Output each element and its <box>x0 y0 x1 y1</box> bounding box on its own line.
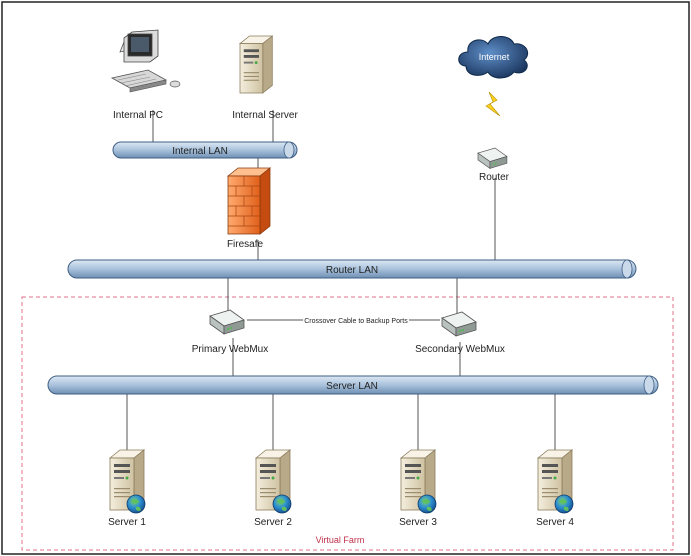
globe-icon <box>417 494 437 514</box>
server-2-label: Server 2 <box>254 517 292 528</box>
primary-webmux-label: Primary WebMux <box>192 344 269 355</box>
router-node[interactable]: Router <box>477 147 510 183</box>
primary-webmux-node[interactable]: Primary WebMux <box>192 309 269 355</box>
server-1-node[interactable]: Server 1 <box>108 449 146 528</box>
lightning-bolt-icon <box>485 91 501 117</box>
cloud-icon <box>458 36 529 79</box>
server-4-node[interactable]: Server 4 <box>536 449 574 528</box>
router-label: Router <box>479 172 510 183</box>
internal-lan-bus[interactable]: Internal LAN <box>112 141 298 159</box>
globe-icon <box>554 494 574 514</box>
internal-lan-label: Internal LAN <box>172 146 228 157</box>
virtual-farm-zone <box>21 296 674 551</box>
server-3-node[interactable]: Server 3 <box>399 449 437 528</box>
server-lan-label: Server LAN <box>326 381 378 392</box>
firewall-label: Firesafe <box>227 239 264 250</box>
virtual-farm-label: Virtual Farm <box>316 535 365 545</box>
crossover-cable-label: Crossover Cable to Backup Ports <box>304 318 408 325</box>
secondary-webmux-node[interactable]: Secondary WebMux <box>415 311 505 355</box>
internet-label: Internet <box>479 52 510 62</box>
router-lan-bus[interactable]: Router LAN <box>67 259 637 279</box>
firewall-node[interactable]: Firesafe <box>226 167 272 250</box>
internet-node[interactable]: Internet <box>458 36 529 79</box>
server-2-node[interactable]: Server 2 <box>254 449 292 528</box>
connector-lines <box>126 110 556 450</box>
firewall-icon <box>226 167 272 235</box>
internal-server-label: Internal Server <box>232 110 298 121</box>
server-lan-bus[interactable]: Server LAN <box>47 375 659 395</box>
server-4-label: Server 4 <box>536 517 574 528</box>
internal-pc-label: Internal PC <box>113 110 163 121</box>
globe-icon <box>272 494 292 514</box>
server-tower-icon <box>239 35 273 94</box>
router-lan-label: Router LAN <box>326 265 378 276</box>
desktop-computer-icon <box>110 29 181 93</box>
internal-server-node[interactable]: Internal Server <box>232 35 298 121</box>
server-1-label: Server 1 <box>108 517 146 528</box>
globe-icon <box>126 494 146 514</box>
secondary-webmux-label: Secondary WebMux <box>415 344 505 355</box>
internal-pc-node[interactable]: Internal PC <box>110 29 181 121</box>
server-3-label: Server 3 <box>399 517 437 528</box>
